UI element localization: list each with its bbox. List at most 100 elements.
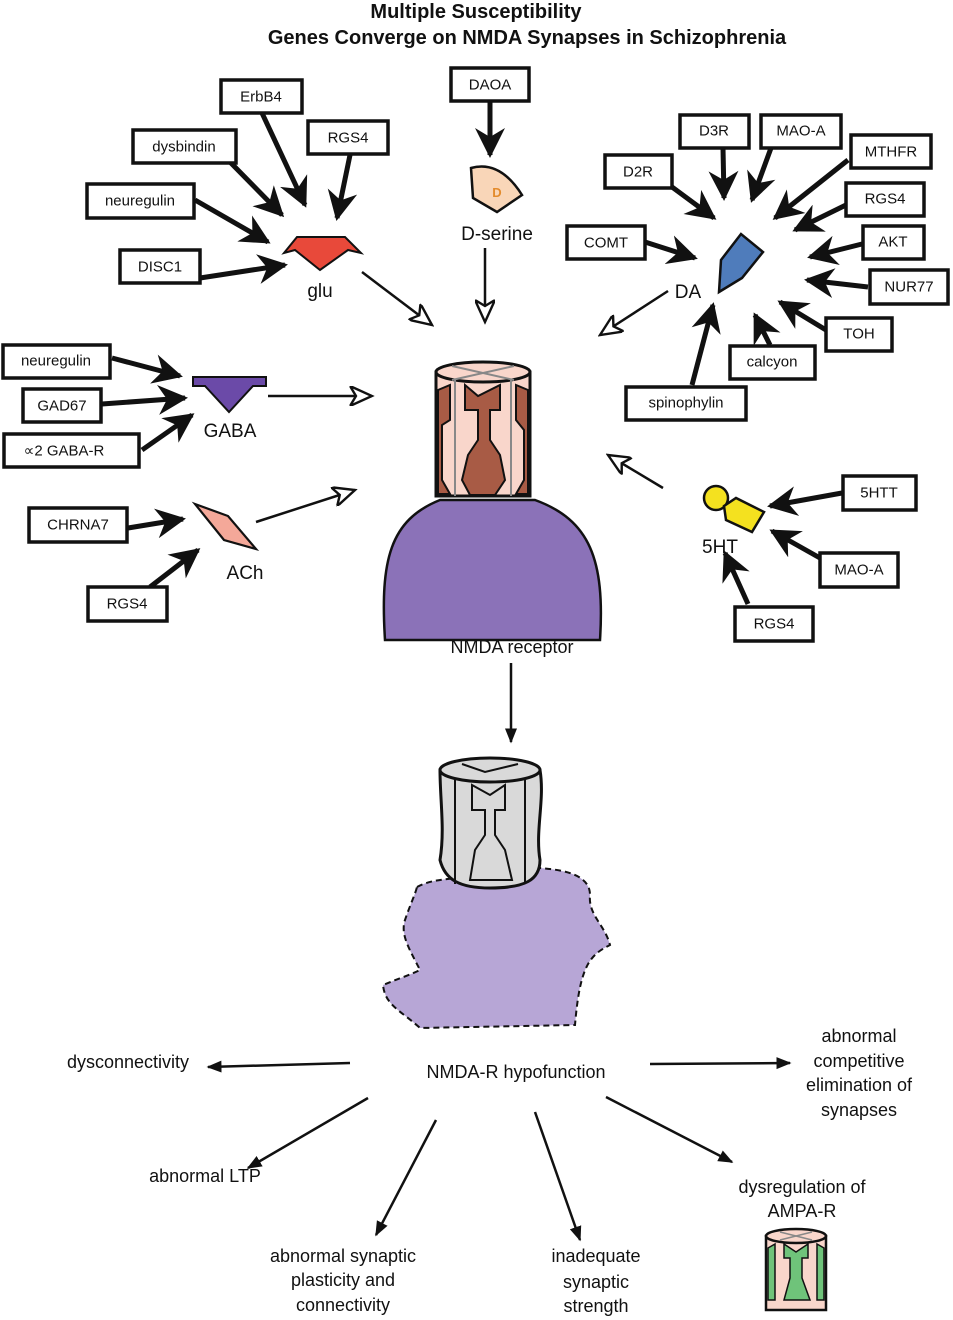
ampa-receptor-icon [764,1227,828,1312]
gene-box-toh: TOH [824,316,894,353]
svg-text:AKT: AKT [878,234,907,251]
ht-arrows [608,455,843,606]
svg-text:synaptic: synaptic [563,1272,629,1292]
gene-box-comt: COMT [565,224,647,261]
svg-text:dysbindin: dysbindin [152,139,215,156]
ach-arrows [127,490,355,589]
glu-arrows [193,111,432,325]
ach-label: ACh [227,563,264,584]
svg-text:DAOA: DAOA [469,77,512,94]
glu-label: glu [307,281,332,302]
outcome-ampa-dysregulation: dysregulation of AMPA-R [738,1177,866,1221]
gene-box-daoa: DAOA [449,66,531,103]
gene-box-5htt: 5HTT [841,474,918,512]
outcome-arrows [206,1057,792,1242]
svg-text:connectivity: connectivity [296,1295,390,1315]
gene-box-mao-a-5ht: MAO-A [818,551,900,589]
svg-text:RGS4: RGS4 [865,191,906,208]
svg-text:DISC1: DISC1 [138,259,182,276]
svg-text:synapses: synapses [821,1100,897,1120]
serotonin-molecule-icon [702,484,766,534]
gene-box-neuregulin-glu: neuregulin [85,182,196,220]
arrow-dysbindin-glu [228,160,285,218]
gene-box-mthfr: MTHFR [849,133,933,170]
arrow-disc1-glu [199,254,288,284]
svg-text:∝2 GABA-R: ∝2 GABA-R [24,443,105,460]
svg-text:spinophylin: spinophylin [648,395,723,412]
title-line-1: Multiple Susceptibility [370,1,582,23]
svg-text:competitive: competitive [813,1051,904,1071]
svg-text:NUR77: NUR77 [884,279,933,296]
ach-molecule-icon [191,501,260,552]
outcome-abnormal-ltp: abnormal LTP [149,1166,261,1186]
title-line-2: Genes Converge on NMDA Synapses in Schiz… [268,27,787,49]
arrow-glu-receptor [361,271,432,325]
outcome-synaptic-strength: inadequate synaptic strength [551,1246,640,1316]
svg-text:dysregulation of: dysregulation of [738,1177,866,1197]
svg-text:ErbB4: ErbB4 [240,89,282,106]
svg-text:RGS4: RGS4 [754,616,795,633]
arrow-erbb4-glu [259,111,308,208]
svg-text:abnormal: abnormal [821,1026,896,1046]
gene-box-rgs4-5ht: RGS4 [733,605,815,643]
dserine-label: D-serine [461,224,533,245]
gene-box-mao-a-da: MAO-A [759,113,843,150]
gene-box-rgs4-ach: RGS4 [86,585,169,623]
gene-box-d2r: D2R [603,153,674,190]
gene-box-rgs4-da: RGS4 [844,181,926,218]
svg-text:COMT: COMT [584,235,628,252]
svg-text:GAD67: GAD67 [37,398,86,415]
dserine-molecule-icon [469,165,524,214]
hypofunction-label: NMDA-R hypofunction [426,1062,605,1082]
gene-box-alpha2-gaba-r: ∝2 GABA-R [2,432,141,469]
svg-text:MAO-A: MAO-A [834,562,883,579]
svg-text:5HTT: 5HTT [860,485,898,502]
svg-text:AMPA-R: AMPA-R [768,1201,837,1221]
gene-box-calcyon: calcyon [728,344,817,381]
nmda-receptor-label: NMDA receptor [450,637,573,657]
arrow-rgs4-glu [327,154,358,221]
svg-text:abnormal synaptic: abnormal synaptic [270,1246,416,1266]
svg-text:TOH: TOH [843,326,874,343]
gene-box-rgs4-glu: RGS4 [306,119,390,156]
svg-text:RGS4: RGS4 [107,596,148,613]
svg-text:RGS4: RGS4 [328,130,369,147]
svg-text:neuregulin: neuregulin [105,193,175,210]
svg-text:MAO-A: MAO-A [776,123,825,140]
dserine-symbol: D [492,185,501,200]
da-arrows [600,147,869,386]
gaba-arrows [101,354,372,453]
gaba-label: GABA [204,421,257,442]
outcome-synaptic-plasticity: abnormal synaptic plasticity and connect… [270,1246,416,1315]
gene-box-disc1: DISC1 [118,248,202,285]
gene-box-dysbindin: dysbindin [131,128,238,165]
arrow-neuregulin-glu [193,197,271,245]
dopamine-molecule-icon [717,232,765,295]
da-label: DA [675,282,702,303]
svg-text:plasticity and: plasticity and [291,1270,395,1290]
svg-text:strength: strength [563,1296,628,1316]
outcome-dysconnectivity: dysconnectivity [67,1052,189,1072]
gene-box-chrna7: CHRNA7 [27,506,129,544]
svg-text:elimination of: elimination of [806,1075,913,1095]
hypofunctional-receptor-icon [381,756,612,1030]
svg-text:D3R: D3R [699,123,729,140]
svg-text:calcyon: calcyon [747,354,798,371]
gene-box-nur77: NUR77 [868,268,950,306]
gene-box-akt: AKT [861,224,926,261]
outcome-competitive-elimination: abnormal competitive elimination of syna… [806,1026,913,1120]
svg-text:inadequate: inadequate [551,1246,640,1266]
svg-text:MTHFR: MTHFR [865,144,918,161]
svg-text:CHRNA7: CHRNA7 [47,517,109,534]
5ht-label: 5HT [702,537,738,558]
gene-box-d3r: D3R [678,113,751,150]
gene-box-neuregulin-gaba: neuregulin [1,343,112,380]
svg-text:D2R: D2R [623,164,653,181]
glu-molecule-icon [281,236,365,272]
nmda-receptor-icon [382,360,603,642]
gene-box-erbb4: ErbB4 [219,78,304,115]
gaba-molecule-icon [192,376,267,414]
gene-box-spinophylin: spinophylin [624,385,748,422]
gene-box-gad67: GAD67 [21,387,103,424]
